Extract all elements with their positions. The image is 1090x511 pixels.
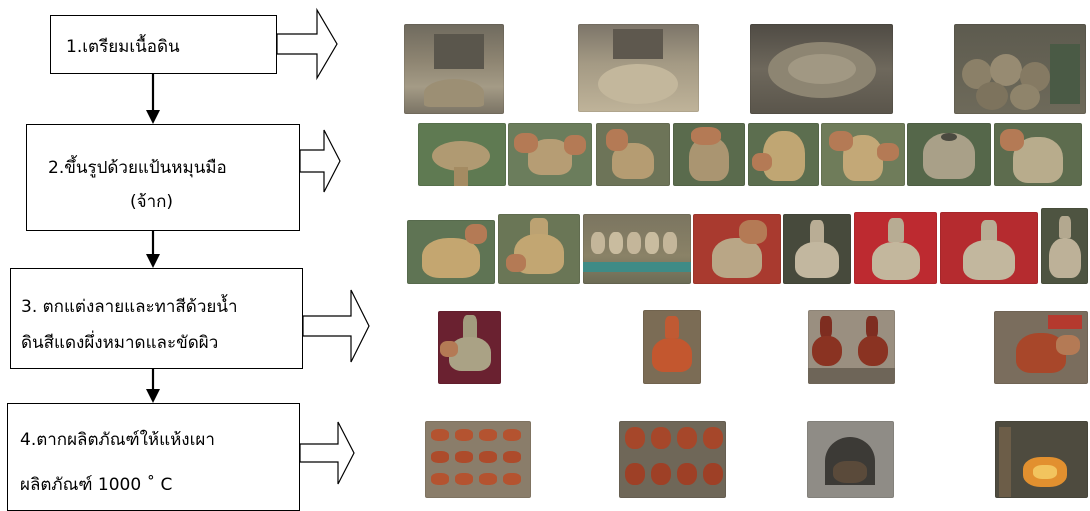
wheel-throwing-photo-3 xyxy=(596,123,670,186)
vase-shaping-photo-7 xyxy=(1041,208,1088,284)
step-2-label-line1: 2.ขึ้นรูปด้วยแป้นหมุนมือ xyxy=(48,158,227,178)
step-2-label-line2: (จ้าก) xyxy=(130,192,174,212)
decorating-photo xyxy=(438,311,501,384)
vase-shaping-photo-1 xyxy=(407,220,495,284)
step-4-label-line1: 4.ตากผลิตภัณฑ์ให้แห้งเผา xyxy=(20,430,215,450)
vase-shaping-photo-6 xyxy=(940,212,1038,284)
step-3-label-line2: ดินสีแดงผึ่งหมาดและขัดผิว xyxy=(21,333,219,353)
wheel-throwing-photo-2 xyxy=(508,123,592,186)
clay-mixing-pit-photo xyxy=(750,24,893,114)
step-1-box: 1.เตรียมเนื้อดิน xyxy=(50,15,277,74)
wheel-throwing-photo-5 xyxy=(748,123,819,186)
step-3-label-line1: 3. ตกแต่งลายและทาสีด้วยน้ำ xyxy=(21,297,238,317)
vase-shaping-photo-4 xyxy=(783,214,851,284)
drying-pots-photo xyxy=(583,214,691,284)
clay-pile-photo xyxy=(404,24,504,114)
vase-shaping-photo-5 xyxy=(854,212,937,284)
right-block-arrow-2 xyxy=(299,129,341,193)
clay-sifting-photo xyxy=(578,24,699,112)
clay-lumps-photo xyxy=(954,24,1086,114)
right-block-arrow-1 xyxy=(276,7,338,81)
sun-drying-photo-2 xyxy=(619,421,726,498)
down-arrow-2-to-3 xyxy=(146,231,160,268)
polished-vases-photo xyxy=(808,310,895,384)
right-block-arrow-4 xyxy=(299,421,355,485)
red-slip-vase-photo xyxy=(643,310,701,384)
step-4-label-line2: ผลิตภัณฑ์ 1000 ˚ C xyxy=(20,475,173,495)
step-4-box: 4.ตากผลิตภัณฑ์ให้แห้งเผา ผลิตภัณฑ์ 1000 … xyxy=(7,403,300,511)
kiln-firing-photo-1 xyxy=(807,421,894,498)
wheel-throwing-photo-8 xyxy=(994,123,1082,186)
down-arrow-1-to-2 xyxy=(146,74,160,124)
step-3-box: 3. ตกแต่งลายและทาสีด้วยน้ำ ดินสีแดงผึ่งห… xyxy=(10,268,303,369)
wheel-throwing-photo-1 xyxy=(418,123,506,186)
step-2-box: 2.ขึ้นรูปด้วยแป้นหมุนมือ (จ้าก) xyxy=(26,124,300,231)
sun-drying-photo-1 xyxy=(425,421,531,498)
kiln-firing-photo-2 xyxy=(995,421,1088,498)
vase-shaping-photo-3 xyxy=(693,214,781,284)
burnishing-photo xyxy=(994,311,1088,384)
vase-shaping-photo-2 xyxy=(498,214,580,284)
wheel-throwing-photo-6 xyxy=(821,123,905,186)
down-arrow-3-to-4 xyxy=(146,369,160,403)
right-block-arrow-3 xyxy=(302,289,370,363)
step-1-label: 1.เตรียมเนื้อดิน xyxy=(66,37,180,57)
wheel-throwing-photo-7 xyxy=(907,123,991,186)
wheel-throwing-photo-4 xyxy=(673,123,745,186)
